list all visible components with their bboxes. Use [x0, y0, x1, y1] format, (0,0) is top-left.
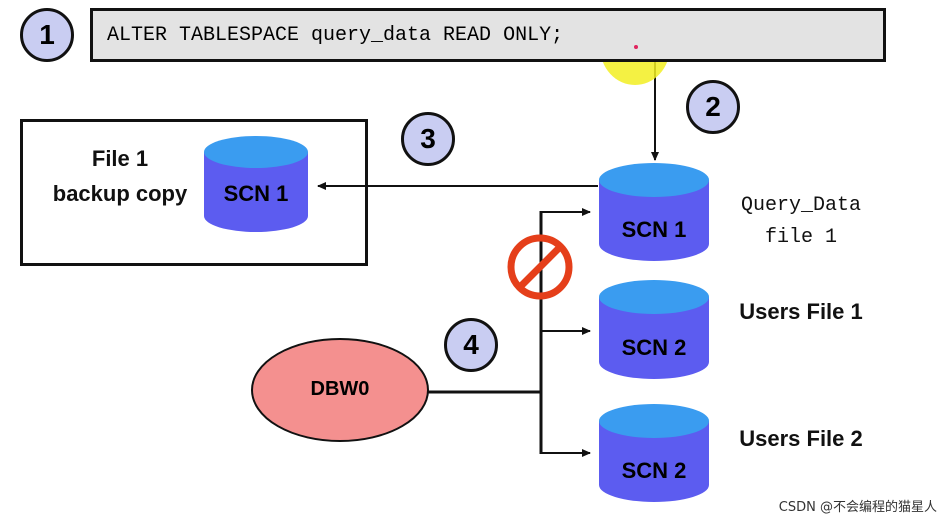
query-data-name-line2: file 1 — [764, 226, 837, 249]
step-badge-1: 1 — [20, 8, 74, 62]
command-text: ALTER TABLESPACE query_data READ ONLY; — [107, 23, 564, 47]
no-entry-icon — [507, 234, 573, 300]
dbw0-process-ellipse — [251, 338, 429, 442]
query-data-cylinder-label: SCN 1 — [621, 217, 687, 242]
backup-label-line2: backup copy — [52, 181, 188, 206]
backup-cylinder — [204, 136, 308, 232]
backup-copy-box — [20, 119, 368, 266]
query-data-cylinder — [599, 163, 709, 261]
step-badge-4: 4 — [444, 318, 498, 372]
users-file-2-cylinder — [599, 404, 709, 502]
step-badge-3: 3 — [401, 112, 455, 166]
users-file-1-name: Users File 1 — [739, 299, 863, 324]
cursor-dot — [634, 45, 638, 49]
users-file-2-cylinder-label: SCN 2 — [621, 458, 687, 483]
step-badge-2: 2 — [686, 80, 740, 134]
dbw0-label: DBW0 — [310, 378, 370, 400]
users-file-1-cylinder — [599, 280, 709, 379]
backup-cylinder-label: SCN 1 — [223, 181, 289, 206]
users-file-2-name: Users File 2 — [739, 426, 863, 451]
watermark: CSDN @不会编程的猫星人 — [778, 500, 937, 515]
query-data-name-line1: Query_Data — [740, 194, 862, 217]
backup-label-line1: File 1 — [91, 146, 149, 171]
command-box: ALTER TABLESPACE query_data READ ONLY; — [90, 8, 886, 62]
users-file-1-cylinder-label: SCN 2 — [621, 335, 687, 360]
